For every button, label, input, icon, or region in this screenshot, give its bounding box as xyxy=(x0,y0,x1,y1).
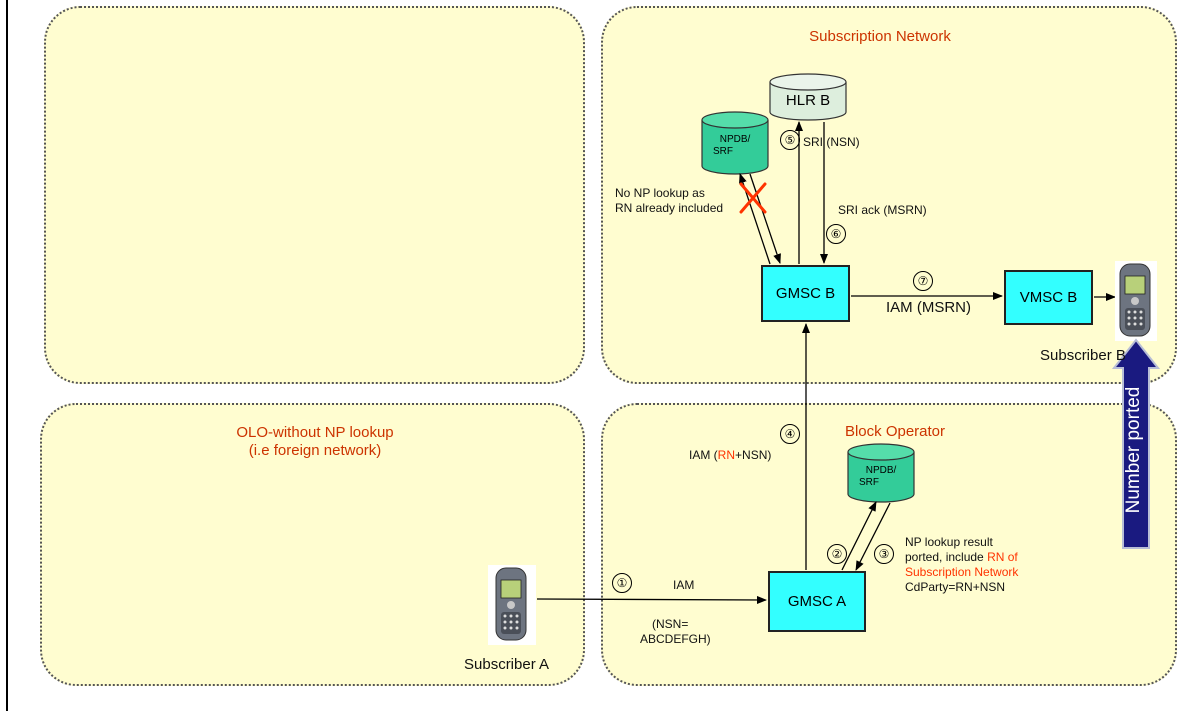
npdb-bottom-label-line1: NPDB/ xyxy=(865,465,897,476)
subscription-network-title: Subscription Network xyxy=(809,28,951,45)
npdb-bottom-label-line2: SRF xyxy=(859,477,879,488)
npdb-top-label-line2: SRF xyxy=(713,146,733,157)
olo-title: OLO-without NP lookup xyxy=(236,424,394,441)
number-ported-label: Number ported xyxy=(1123,386,1144,514)
iam-step1-param-line1: (NSN= xyxy=(652,617,689,631)
np-result-line2a: ported, include xyxy=(905,550,988,564)
step-7-marker: ⑦ xyxy=(913,271,933,291)
sri-ack-label: SRI ack (MSRN) xyxy=(838,203,927,217)
step-6-marker: ⑥ xyxy=(826,224,846,244)
npdb-top-label-line1: NPDB/ xyxy=(719,134,751,145)
step-1-marker: ① xyxy=(612,573,632,593)
iam-step4-label: IAM (RN+NSN) xyxy=(689,448,771,463)
iam-step4-suffix: +NSN) xyxy=(735,448,772,462)
np-result-line2b: RN of xyxy=(987,550,1018,564)
phone-a-icon xyxy=(488,565,536,645)
step-4-marker: ④ xyxy=(780,424,800,444)
np-result-line1: NP lookup result xyxy=(905,535,993,549)
olo-subtitle: (i.e foreign network) xyxy=(248,442,382,459)
iam-step4-prefix: IAM ( xyxy=(689,448,718,462)
iam-msrn-label: IAM (MSRN) xyxy=(886,299,971,316)
no-lookup-line1: No NP lookup as xyxy=(615,186,705,200)
npdb-top-cylinder xyxy=(701,111,769,175)
subscriber-a-label: Subscriber A xyxy=(464,656,550,673)
phone-b-icon xyxy=(1115,261,1157,341)
step-2-marker: ② xyxy=(827,544,847,564)
arrow-np-query xyxy=(841,501,877,571)
blocked-x-icon xyxy=(739,182,767,214)
arrow-np-response xyxy=(855,502,891,571)
arrow-npdb-top-down xyxy=(749,173,781,264)
np-result-line2: ported, include RN of xyxy=(905,550,1018,565)
gmsc-b-node: GMSC B xyxy=(761,265,850,322)
gmsc-a-node: GMSC A xyxy=(768,571,866,632)
iam-step1-param-line2: ABCDEFGH) xyxy=(640,632,711,646)
arrow-iam-step1 xyxy=(536,595,767,604)
np-result-line4: CdParty=RN+NSN xyxy=(905,580,1006,594)
region-top-left xyxy=(44,6,585,384)
iam-step1-label: IAM xyxy=(673,578,695,592)
no-lookup-line2: RN already included xyxy=(615,201,724,215)
left-frame-line xyxy=(6,0,8,711)
vmsc-b-node: VMSC B xyxy=(1004,270,1093,325)
sri-label: SRI (NSN) xyxy=(803,135,860,149)
number-ported-arrow-icon xyxy=(1111,338,1161,549)
iam-step4-rn: RN xyxy=(717,448,736,462)
step-3-marker: ③ xyxy=(874,544,894,564)
np-result-line3: Subscription Network xyxy=(905,565,1019,579)
npdb-bottom-cylinder xyxy=(847,443,915,503)
hlr-b-cylinder xyxy=(769,73,847,121)
step-5-marker: ⑤ xyxy=(780,130,800,150)
hlr-b-label: HLR B xyxy=(785,92,831,109)
block-operator-title: Block Operator xyxy=(844,423,946,440)
subscriber-b-label: Subscriber B xyxy=(1040,347,1126,364)
